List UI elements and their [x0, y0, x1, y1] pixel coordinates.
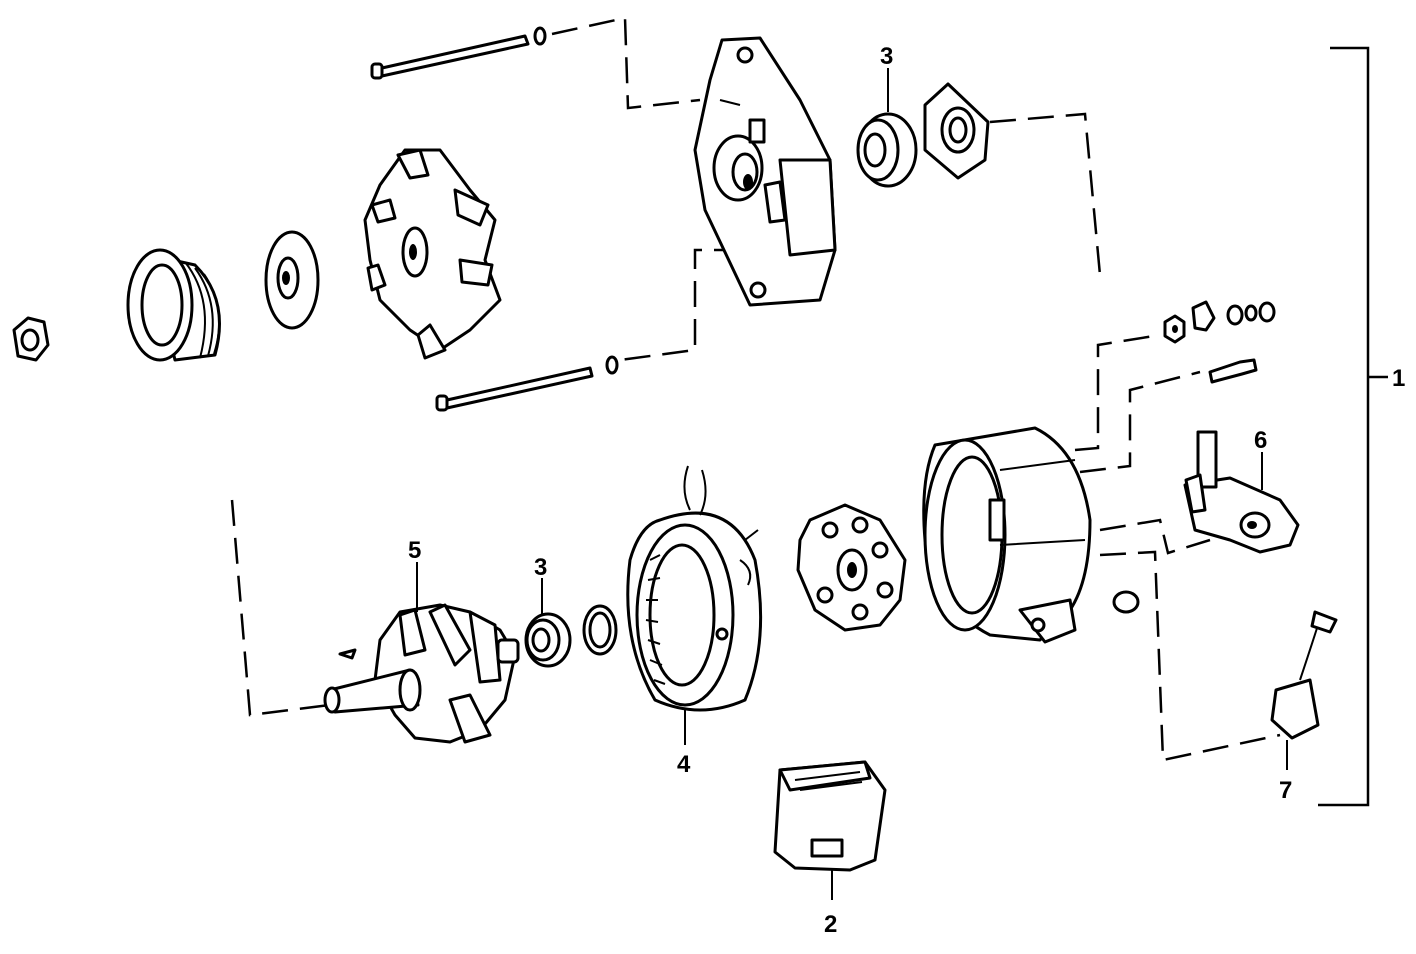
- stator: [626, 465, 763, 745]
- terminal-hardware: [1163, 300, 1276, 384]
- pulley-nut: [12, 316, 50, 362]
- front-bearing: [856, 68, 918, 188]
- callout-6-brush-holder: 6: [1254, 427, 1267, 454]
- callout-3-rear-bearing: 3: [534, 554, 547, 581]
- callout-2-regulator: 2: [824, 911, 837, 938]
- rectifier: [796, 503, 907, 632]
- through-bolt-upper: [370, 26, 547, 80]
- pulley: [126, 248, 221, 362]
- bushing: [1112, 590, 1140, 614]
- callout-3-front-bearing: 3: [880, 43, 893, 70]
- callout-4-stator: 4: [677, 751, 691, 778]
- terminal-lead: [1270, 610, 1338, 770]
- leader-lines: [230, 16, 1388, 807]
- spacer-washer: [264, 230, 320, 330]
- through-bolt-lower: [435, 355, 619, 412]
- cooling-fan: [363, 148, 502, 360]
- callout-7-terminal: 7: [1279, 777, 1292, 804]
- brush-holder: [1183, 430, 1300, 554]
- callout-1-assembly: 1: [1392, 365, 1405, 392]
- rear-housing: [922, 426, 1092, 644]
- voltage-regulator: [773, 760, 887, 900]
- rotor: [323, 562, 520, 744]
- o-ring: [582, 604, 618, 656]
- front-housing: [693, 36, 837, 307]
- callout-5-rotor: 5: [408, 537, 421, 564]
- rear-bearing: [524, 578, 572, 668]
- bearing-retainer-plate: [923, 82, 990, 180]
